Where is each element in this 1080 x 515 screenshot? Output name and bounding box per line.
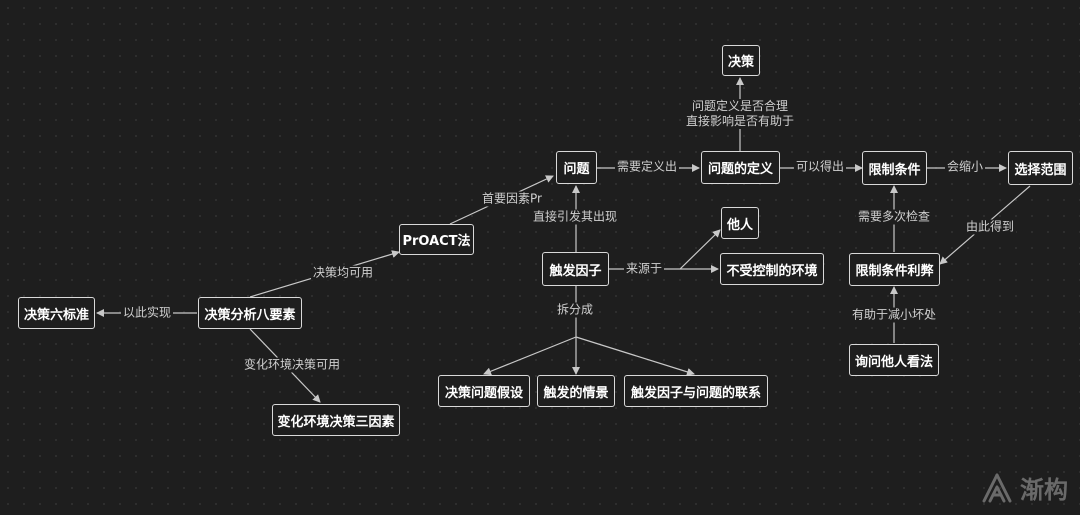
label-bianhuakeyong: 变化环境决策可用 bbox=[241, 357, 343, 373]
node-bianhua[interactable]: 变化环境决策三因素 bbox=[272, 404, 400, 436]
label-xuyao: 需要定义出 bbox=[614, 159, 680, 175]
node-qingjing[interactable]: 触发的情景 bbox=[537, 375, 615, 407]
node-xunwen[interactable]: 询问他人看法 bbox=[849, 344, 939, 376]
node-jueceliu[interactable]: 决策六标准 bbox=[18, 297, 95, 329]
node-proact[interactable]: PrOACT法 bbox=[399, 224, 474, 255]
label-shouyao: 首要因素Pr bbox=[480, 191, 544, 207]
node-libi[interactable]: 限制条件利弊 bbox=[849, 253, 940, 286]
label-chaifen: 拆分成 bbox=[554, 302, 596, 318]
label-laiyuan: 来源于 bbox=[623, 261, 665, 277]
label-keyi: 可以得出 bbox=[793, 159, 847, 175]
node-dingyi[interactable]: 问题的定义 bbox=[701, 151, 780, 184]
label-youci: 由此得到 bbox=[963, 219, 1017, 235]
node-jiashe[interactable]: 决策问题假设 bbox=[438, 375, 530, 407]
label-yici: 以此实现 bbox=[120, 305, 174, 321]
label-duoci: 需要多次检查 bbox=[855, 209, 933, 225]
edge-chufa-to-lianxi bbox=[575, 336, 695, 376]
edge-chufa-to-jiashe bbox=[483, 336, 577, 376]
node-chufa[interactable]: 触发因子 bbox=[542, 252, 609, 286]
node-xianzhi[interactable]: 限制条件 bbox=[862, 151, 927, 185]
node-fenxi[interactable]: 决策分析八要素 bbox=[198, 297, 302, 329]
node-bushou[interactable]: 不受控制的环境 bbox=[720, 253, 824, 285]
node-wenti[interactable]: 问题 bbox=[556, 151, 597, 184]
node-lianxi[interactable]: 触发因子与问题的联系 bbox=[624, 375, 768, 407]
label-junkeyong: 决策均可用 bbox=[310, 265, 376, 281]
label-zhijie: 直接引发其出现 bbox=[530, 209, 620, 225]
watermark: 渐构 bbox=[980, 470, 1068, 505]
label-wentidingyi: 问题定义是否合理 直接影响是否有助于 bbox=[683, 99, 797, 129]
label-huisuo: 会缩小 bbox=[944, 159, 986, 175]
node-taren[interactable]: 他人 bbox=[721, 207, 759, 239]
node-juece[interactable]: 决策 bbox=[722, 45, 760, 76]
label-youzhu: 有助于减小坏处 bbox=[849, 307, 939, 323]
logo-icon bbox=[982, 473, 1012, 502]
watermark-text: 渐构 bbox=[1020, 476, 1068, 504]
node-fanwei[interactable]: 选择范围 bbox=[1008, 151, 1073, 185]
